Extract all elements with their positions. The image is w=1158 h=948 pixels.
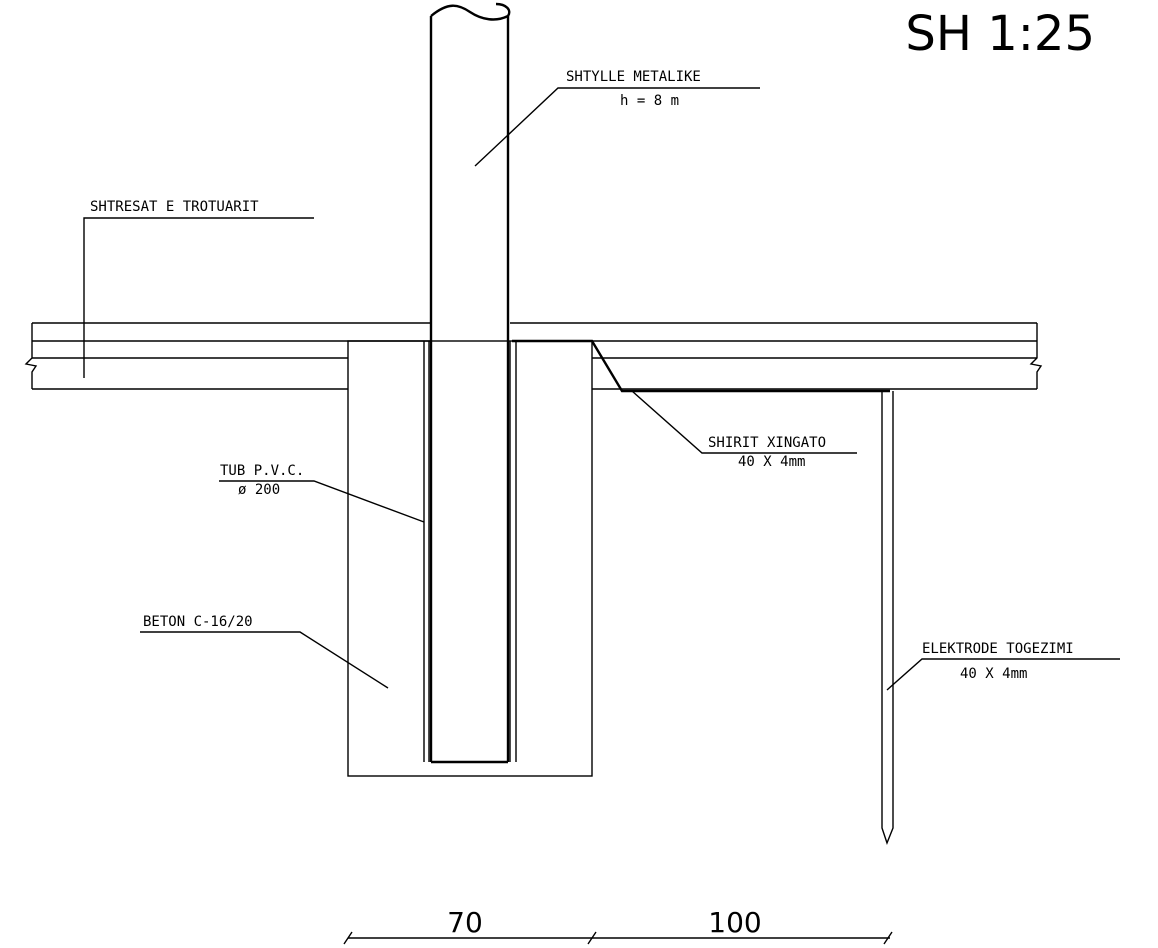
dimension-line xyxy=(343,931,893,945)
pole-label: SHTYLLE METALIKE xyxy=(566,69,701,85)
strip-label: SHIRIT XINGATO xyxy=(708,435,826,451)
pvc-pipe-label: TUB P.V.C. xyxy=(220,463,304,479)
grounding-electrode xyxy=(881,391,894,846)
dimension-100: 100 xyxy=(708,906,761,939)
leader-lines xyxy=(83,87,1120,691)
pole-height-label: h = 8 m xyxy=(620,93,679,109)
zinc-strip xyxy=(512,339,890,393)
sidewalk-label: SHTRESAT E TROTUARIT xyxy=(90,199,259,215)
concrete-foundation xyxy=(347,340,593,777)
scale-label: SH 1:25 xyxy=(905,6,1095,62)
strip-size-label: 40 X 4mm xyxy=(738,454,805,470)
electrode-size-label: 40 X 4mm xyxy=(960,666,1027,682)
pvc-pipe-diameter-label: ø 200 xyxy=(238,482,280,498)
metal-pole xyxy=(429,2,511,764)
sidewalk-layers xyxy=(24,322,1043,390)
concrete-label: BETON C-16/20 xyxy=(143,614,253,630)
pvc-pipe xyxy=(423,341,517,762)
dimension-70: 70 xyxy=(447,906,483,939)
electrode-label: ELEKTRODE TOGEZIMI xyxy=(922,641,1074,657)
